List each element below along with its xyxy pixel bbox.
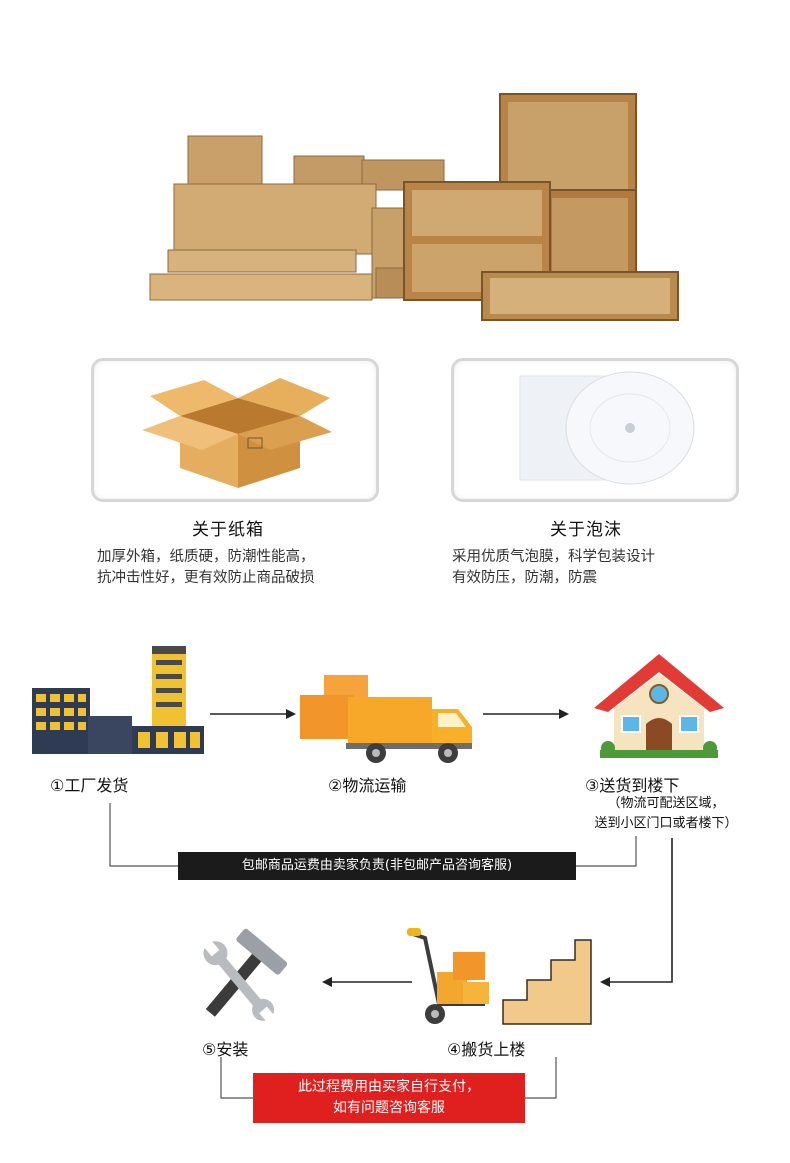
carton-description: 加厚外箱，纸质硬，防潮性能高， 抗冲击性好，更有效防止商品破损: [97, 549, 315, 586]
foam-description: 采用优质气泡膜，科学包装设计 有效防压，防潮，防震: [452, 549, 655, 586]
carton-title: 关于纸箱: [192, 520, 264, 540]
arrow-right-icon: [483, 709, 569, 719]
step-transport-label: ②物流运输: [328, 776, 407, 795]
house-icon: [594, 654, 724, 758]
step-delivery-note: （物流可配送区域， 送到小区门口或者楼下）: [594, 796, 738, 831]
open-box-icon: [142, 378, 332, 488]
step-carry-upstairs-label: ④搬货上楼: [447, 1040, 526, 1059]
step-factory-label: ①工厂发货: [50, 776, 129, 795]
tools-icon: [203, 928, 288, 1023]
arrow-left-icon: [322, 977, 412, 987]
foam-roll-icon: [519, 371, 695, 485]
factory-icon: [32, 646, 204, 754]
foam-title: 关于泡沫: [550, 520, 622, 540]
boxes-photo: [149, 93, 679, 321]
truck-icon: [300, 675, 472, 763]
step-install-label: ⑤安装: [202, 1040, 249, 1059]
arrow-right-icon: [210, 709, 296, 719]
free-shipping-banner: 包邮商品运费由卖家负责(非包邮产品咨询客服): [178, 852, 576, 880]
hand-truck-icon: [407, 928, 592, 1025]
buyer-pays-banner: 此过程费用由买家自行支付， 如有问题咨询客服: [253, 1073, 525, 1123]
step-delivery-label: ③送货到楼下: [585, 776, 680, 795]
